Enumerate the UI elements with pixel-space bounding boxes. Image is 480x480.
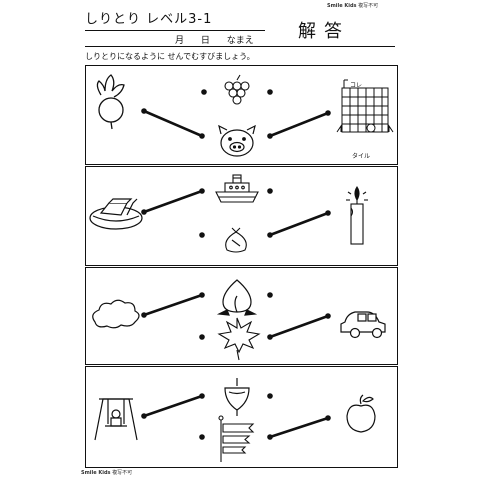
tile-caption: タイル xyxy=(352,153,371,160)
row-panel-1 xyxy=(85,65,398,165)
row-2-dot-left[interactable] xyxy=(141,209,147,215)
apple-icon xyxy=(346,394,376,433)
name-underline xyxy=(85,46,395,47)
candle-icon xyxy=(346,186,368,245)
maple-leaf-icon xyxy=(217,317,261,361)
brand-bottom-name: Smile Kids xyxy=(81,470,111,476)
row-1-dot-right[interactable] xyxy=(325,110,331,116)
tile-top-label: コレ xyxy=(350,82,363,89)
row-2-connector-right xyxy=(268,211,330,237)
grapes-icon xyxy=(224,74,250,105)
row-4-art xyxy=(94,378,376,462)
row-3-connector-left xyxy=(142,293,204,317)
row-3-dot-right[interactable] xyxy=(325,313,331,319)
brand-top: Smile Kids 複写不可 xyxy=(327,2,378,9)
month-label: 月 xyxy=(175,36,185,46)
row-3-connector-right xyxy=(268,314,330,339)
car-icon xyxy=(340,311,386,339)
row-2-dot-right[interactable] xyxy=(325,210,331,216)
row-1-dot-mid-top-left[interactable] xyxy=(201,89,207,95)
row-4-connector-right xyxy=(268,416,330,439)
row-2-dot-mid-bottom-left[interactable] xyxy=(199,232,205,238)
brand-bottom: Smile Kids 複写不可 xyxy=(81,469,132,476)
row-1-dot-left[interactable] xyxy=(141,108,147,114)
cloud-icon xyxy=(92,299,140,329)
brand-bottom-note: 複写不可 xyxy=(112,470,133,476)
answer-label: 解答 xyxy=(298,21,350,42)
row-4-connector-left xyxy=(142,394,204,418)
page-title: しりとり レベル3-1 xyxy=(85,12,213,27)
instruction-text: しりとりになるように せんでむすびましょう。 xyxy=(85,52,255,61)
row-3-dot-mid-top-right[interactable] xyxy=(267,292,273,298)
row-1-art xyxy=(96,74,394,157)
swing-icon xyxy=(94,398,138,441)
date-name-row: 月 日 なまえ xyxy=(175,33,268,46)
row-4-dot-left[interactable] xyxy=(141,413,147,419)
row-3-art xyxy=(92,279,386,361)
row-panel-4 xyxy=(85,366,398,468)
brand-top-note: 複写不可 xyxy=(358,3,379,9)
row-4-dot-mid-bottom-right[interactable] xyxy=(267,434,273,440)
row-4-dot-right[interactable] xyxy=(325,415,331,421)
spinning-top-icon xyxy=(224,378,250,416)
row-1-dot-mid-bottom-left[interactable] xyxy=(199,133,205,139)
row-1-dot-mid-top-right[interactable] xyxy=(267,89,273,95)
carp-streamer-icon xyxy=(218,415,255,462)
row-4-dot-mid-top-left[interactable] xyxy=(199,393,205,399)
row-1-dot-mid-bottom-right[interactable] xyxy=(267,133,273,139)
name-label: なまえ xyxy=(226,36,254,46)
row-3-dot-mid-bottom-left[interactable] xyxy=(199,334,205,340)
row-2-dot-mid-top-right[interactable] xyxy=(267,188,273,194)
row-2-connector-left xyxy=(142,189,204,214)
worksheet: Smile Kids 複写不可 しりとり レベル3-1 月 日 なまえ 解答 し… xyxy=(71,0,413,480)
row-3-dot-left[interactable] xyxy=(141,312,147,318)
row-3-dot-mid-bottom-right[interactable] xyxy=(267,334,273,340)
row-panel-3 xyxy=(85,267,398,365)
row-2-dot-mid-top-left[interactable] xyxy=(199,188,205,194)
tile-wall-icon xyxy=(336,79,394,133)
row-3-dot-mid-top-left[interactable] xyxy=(199,292,205,298)
pig-face-icon xyxy=(218,124,256,157)
brand-top-name: Smile Kids xyxy=(327,3,357,9)
row-2-art xyxy=(89,174,368,253)
row-4-dot-mid-top-right[interactable] xyxy=(267,393,273,399)
day-label: 日 xyxy=(200,36,210,46)
row-1-connector-right xyxy=(268,111,330,138)
title-underline xyxy=(85,30,265,31)
money-bag-icon xyxy=(225,227,247,253)
row-2-dot-mid-bottom-right[interactable] xyxy=(267,232,273,238)
peach-icon xyxy=(216,279,258,316)
mochi-basket-icon xyxy=(89,198,143,230)
daikon-radish-icon xyxy=(96,74,125,130)
ship-icon xyxy=(215,174,259,203)
row-4-dot-mid-bottom-left[interactable] xyxy=(199,434,205,440)
row-1-connector-left xyxy=(142,109,204,138)
row-panel-2 xyxy=(85,166,398,266)
